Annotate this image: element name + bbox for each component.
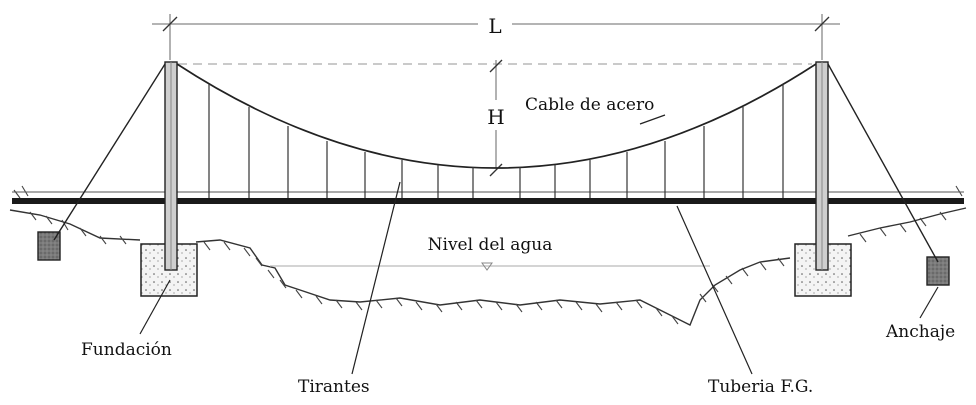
backstay-left <box>53 63 166 241</box>
ground-hatch <box>13 185 963 325</box>
pipe-label: Tuberia F.G. <box>708 377 813 397</box>
anchor-label: Anchaje <box>885 322 955 342</box>
leader-lines <box>139 114 939 375</box>
water-level-marker <box>481 262 493 271</box>
backstay-right <box>827 63 939 263</box>
ground-profile <box>9 207 967 326</box>
foundation-label: Fundación <box>81 340 172 360</box>
main-cable <box>176 63 817 169</box>
anchor-block-right <box>926 256 950 286</box>
pipe-deck <box>12 198 964 204</box>
span-label: L <box>488 14 501 38</box>
hangers-label: Tirantes <box>298 377 370 397</box>
hangers <box>208 84 784 198</box>
tower-right <box>815 61 829 271</box>
span-dimension <box>152 14 840 60</box>
tower-left <box>164 61 178 271</box>
water-level-label: Nivel del agua <box>428 235 553 255</box>
sag-dimension <box>489 59 503 177</box>
cable-label: Cable de acero <box>525 95 654 115</box>
sag-label: H <box>487 105 504 129</box>
